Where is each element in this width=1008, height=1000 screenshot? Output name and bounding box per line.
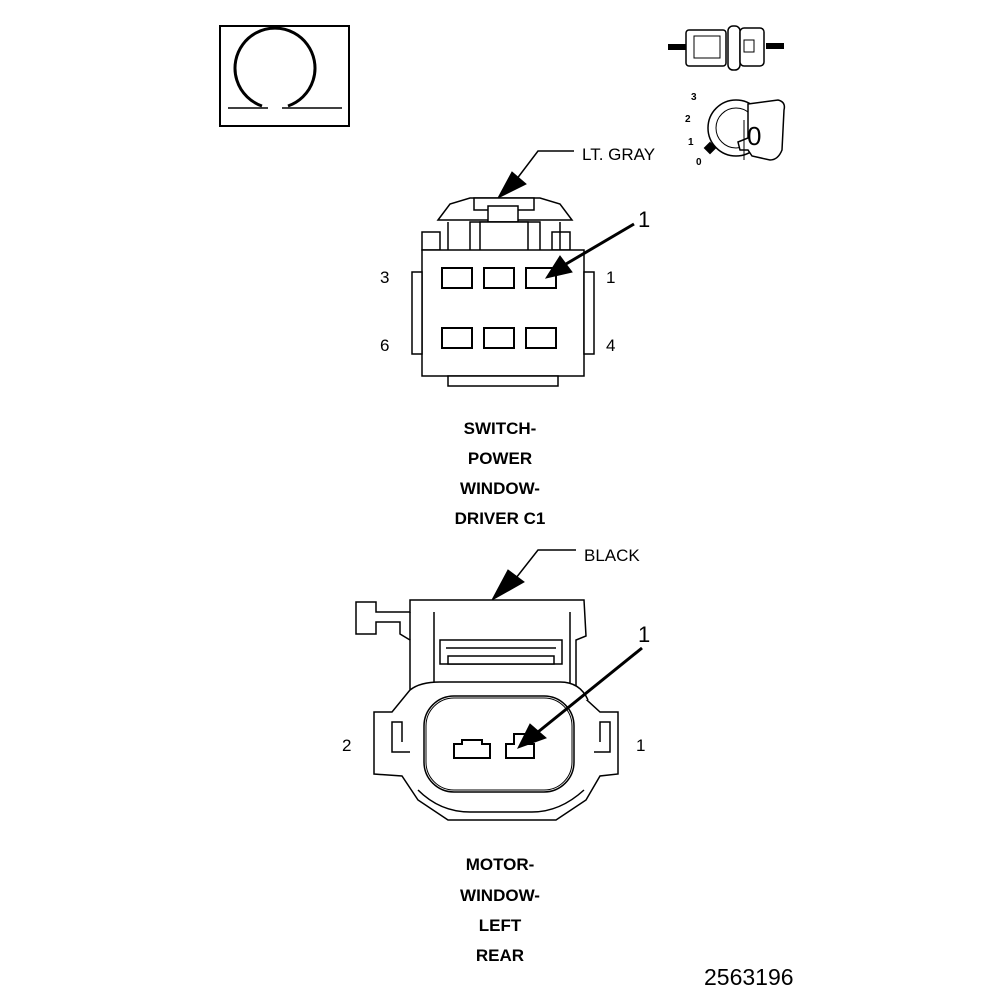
cavity-2 bbox=[453, 739, 491, 759]
motor-caption-line-3: LEFT bbox=[478, 916, 522, 935]
ignition-key-icon bbox=[703, 99, 786, 161]
cavity-6 bbox=[441, 327, 473, 349]
c1-callout-number: 1 bbox=[638, 207, 651, 232]
motor-pin-label-2: 2 bbox=[342, 736, 352, 755]
cavity-5 bbox=[483, 327, 515, 349]
c1-pin-label-3: 3 bbox=[380, 268, 390, 287]
lt-gray-leader bbox=[496, 150, 574, 200]
motor-callout-number: 1 bbox=[638, 622, 651, 647]
motor-callout-arrow bbox=[516, 646, 643, 749]
motor-caption-line-1: MOTOR- bbox=[465, 855, 535, 874]
cavity-4 bbox=[525, 327, 557, 349]
cavity-2 bbox=[483, 267, 515, 289]
key-position-1: 1 bbox=[688, 137, 694, 148]
connector-c1-body bbox=[411, 197, 595, 387]
c1-color-label: LT. GRAY bbox=[582, 145, 656, 164]
motor-caption-line-4: REAR bbox=[475, 946, 525, 965]
connector-motor-body bbox=[355, 599, 619, 821]
black-leader bbox=[490, 549, 576, 602]
connector-c1-cavities bbox=[441, 267, 557, 349]
c1-pin-label-6: 6 bbox=[380, 336, 390, 355]
c1-caption-line-2: POWER bbox=[467, 449, 533, 468]
key-position-3: 3 bbox=[691, 92, 697, 103]
motor-pin-label-1: 1 bbox=[636, 736, 646, 755]
c1-pin-label-1: 1 bbox=[606, 268, 616, 287]
figure-number: 2563196 bbox=[704, 964, 794, 990]
key-position-0: 0 bbox=[696, 157, 702, 168]
cavity-3 bbox=[441, 267, 473, 289]
c1-caption-line-4: DRIVER C1 bbox=[454, 509, 546, 528]
terminal-view-icon bbox=[219, 25, 350, 127]
motor-color-label: BLACK bbox=[584, 546, 640, 565]
c1-callout-arrow bbox=[544, 222, 635, 279]
cavity-1 bbox=[525, 267, 557, 289]
motor-caption-line-2: WINDOW- bbox=[460, 886, 540, 905]
c1-caption-line-3: WINDOW- bbox=[460, 479, 540, 498]
key-position-2: 2 bbox=[685, 114, 691, 125]
connector-mating-icon bbox=[668, 25, 784, 71]
c1-caption-line-1: SWITCH- bbox=[463, 419, 537, 438]
c1-pin-label-4: 4 bbox=[606, 336, 616, 355]
key-digit: 0 bbox=[747, 121, 762, 151]
